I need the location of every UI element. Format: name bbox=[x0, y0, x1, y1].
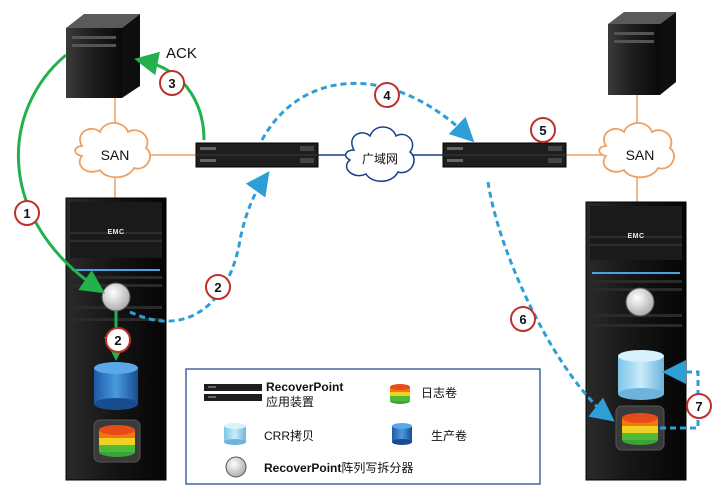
emc-right-label: EMC bbox=[627, 233, 644, 240]
svg-text:7: 7 bbox=[695, 399, 702, 414]
recoverpoint-appliance-right bbox=[442, 142, 567, 168]
legend-production-label: 生产卷 bbox=[431, 428, 467, 443]
san-cloud-left: SAN bbox=[74, 122, 151, 179]
left-host-server bbox=[66, 14, 140, 98]
svg-text:2: 2 bbox=[214, 280, 221, 295]
san-left-label: SAN bbox=[101, 147, 130, 163]
san-cloud-right: SAN bbox=[598, 122, 675, 179]
recoverpoint-appliance-left bbox=[195, 142, 319, 168]
wan-cloud: 广域网 bbox=[344, 126, 415, 182]
legend-journal-label: 日志卷 bbox=[421, 385, 457, 400]
svg-text:5: 5 bbox=[539, 123, 546, 138]
legend-appliance-desc: 应用装置 bbox=[266, 394, 314, 409]
step-badge: 1 bbox=[14, 200, 40, 226]
step-badge: 4 bbox=[374, 82, 400, 108]
svg-text:4: 4 bbox=[383, 88, 391, 103]
journal-volume-right bbox=[615, 405, 665, 451]
legend-journal-icon bbox=[390, 384, 410, 404]
step-badge: 5 bbox=[530, 117, 556, 143]
step-badge: 3 bbox=[159, 70, 185, 96]
san-right-label: SAN bbox=[626, 147, 655, 163]
svg-text:3: 3 bbox=[168, 76, 175, 91]
svg-text:2: 2 bbox=[114, 333, 121, 348]
crr-copy-volume bbox=[618, 350, 664, 400]
legend-crr-icon bbox=[224, 423, 246, 445]
legend-splitter-name: RecoverPoint bbox=[264, 461, 341, 475]
step-badge: 2 bbox=[105, 327, 131, 353]
legend-splitter-desc: 阵列写拆分器 bbox=[341, 460, 413, 475]
emc-left-label: EMC bbox=[107, 229, 124, 236]
wan-label: 广域网 bbox=[362, 152, 398, 166]
step-badge: 6 bbox=[510, 306, 536, 332]
array-splitter-right bbox=[625, 287, 655, 317]
svg-text:6: 6 bbox=[519, 312, 526, 327]
journal-volume-left bbox=[93, 419, 141, 463]
svg-text:1: 1 bbox=[23, 206, 30, 221]
legend-appliance-name: RecoverPoint bbox=[266, 380, 343, 394]
legend-appliance-icon bbox=[204, 384, 262, 401]
right-host-server bbox=[608, 12, 676, 95]
legend: RecoverPoint 应用装置 日志卷 CRR拷贝 生产卷 RecoverP… bbox=[185, 368, 541, 485]
legend-crr-label: CRR拷贝 bbox=[264, 428, 314, 443]
step-badge: 7 bbox=[686, 393, 712, 419]
array-splitter-left bbox=[101, 282, 131, 312]
ack-label: ACK bbox=[166, 45, 197, 62]
legend-splitter-line: RecoverPoint阵列写拆分器 bbox=[264, 460, 413, 475]
step-badges: 1 2 3 4 5 2 6 7 bbox=[14, 70, 712, 419]
production-volume bbox=[94, 362, 138, 410]
legend-splitter-icon bbox=[225, 456, 247, 478]
step-badge: 2 bbox=[205, 274, 231, 300]
legend-production-icon bbox=[392, 423, 412, 445]
